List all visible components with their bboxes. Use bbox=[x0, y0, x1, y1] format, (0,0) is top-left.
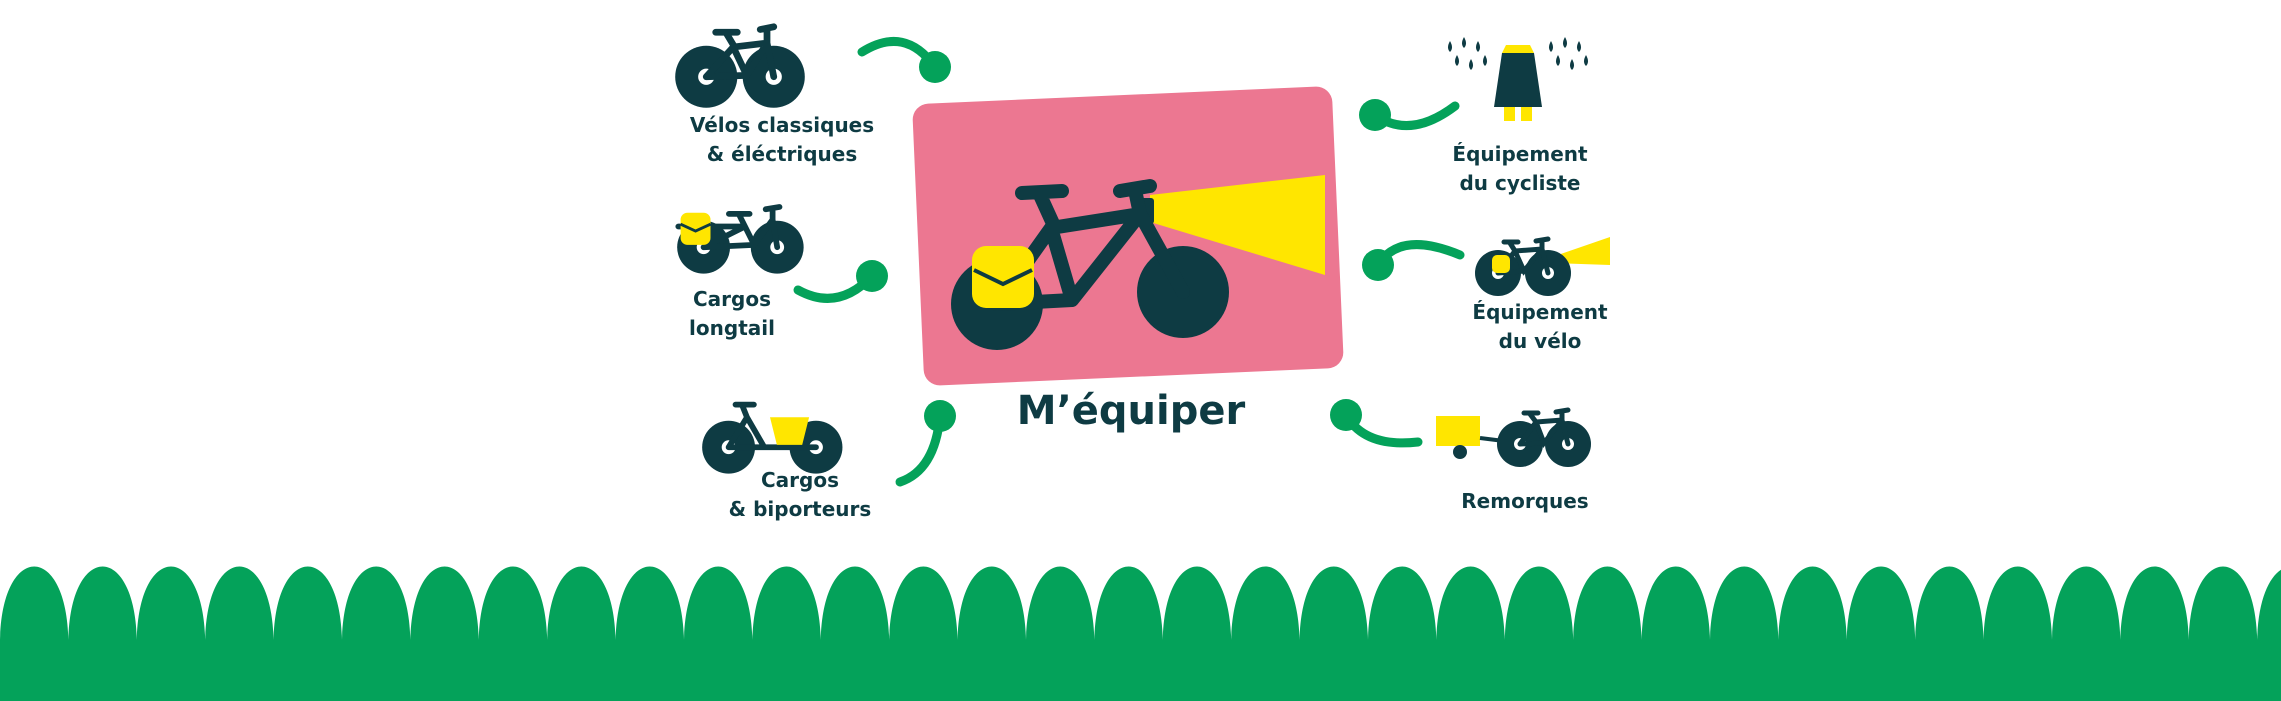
label-longtail-line-1: Cargos bbox=[692, 287, 771, 311]
page-title: M’équiper bbox=[1016, 388, 1246, 434]
bike-trailer-icon[interactable] bbox=[1436, 407, 1591, 467]
label-longtail-line-2: longtail bbox=[689, 316, 775, 340]
label-cycliste[interactable]: Équipement du cycliste bbox=[1452, 140, 1587, 198]
central-bike-icon bbox=[951, 175, 1325, 350]
label-remorques-line-1: Remorques bbox=[1461, 489, 1589, 513]
longtail-cargo-bike-icon[interactable] bbox=[675, 204, 804, 274]
raincoat-cyclist-icon[interactable] bbox=[1448, 37, 1588, 121]
front-loader-cargo-bike-icon[interactable] bbox=[702, 401, 843, 474]
label-velo-line-1: Équipement bbox=[1472, 300, 1608, 324]
label-velo-line-2: du vélo bbox=[1498, 329, 1582, 353]
label-biporteurs[interactable]: Cargos & biporteurs bbox=[729, 466, 872, 524]
label-remorques[interactable]: Remorques bbox=[1461, 487, 1588, 516]
label-biporteurs-line-1: Cargos bbox=[760, 468, 839, 492]
label-longtail[interactable]: Cargos longtail bbox=[689, 285, 775, 343]
wavy-band-decoration bbox=[0, 566, 2281, 701]
label-velos-line-1: Vélos classiques bbox=[689, 113, 875, 137]
label-velos[interactable]: Vélos classiques & éléctriques bbox=[690, 111, 874, 169]
label-biporteurs-line-2: & biporteurs bbox=[728, 497, 872, 521]
central-card bbox=[912, 86, 1344, 386]
label-velo[interactable]: Équipement du vélo bbox=[1472, 298, 1607, 356]
classic-bike-icon[interactable] bbox=[675, 23, 805, 108]
bike-with-light-icon[interactable] bbox=[1475, 236, 1610, 296]
connector-dots bbox=[856, 51, 1394, 432]
label-velos-line-2: & éléctriques bbox=[706, 142, 858, 166]
label-cycliste-line-1: Équipement bbox=[1452, 142, 1588, 166]
label-cycliste-line-2: du cycliste bbox=[1459, 171, 1581, 195]
